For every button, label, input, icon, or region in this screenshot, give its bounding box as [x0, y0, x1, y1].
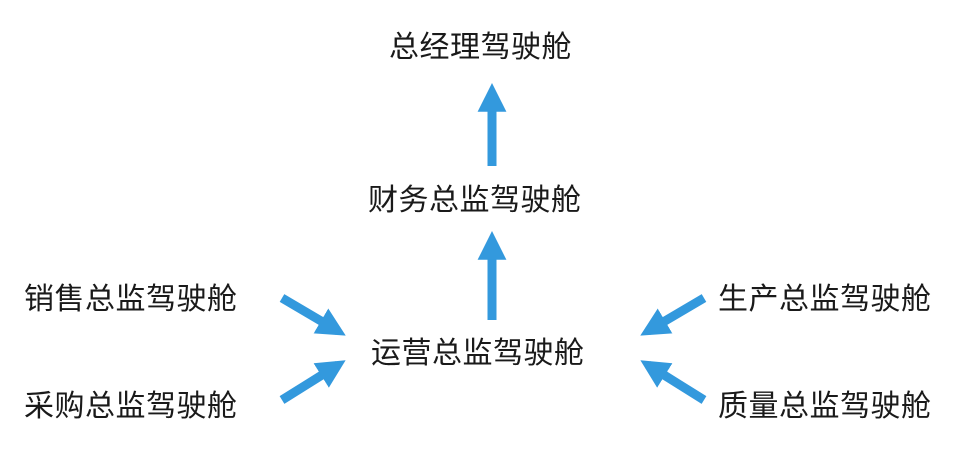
arrow-production-to-operations: [640, 294, 707, 336]
node-quality-director-cockpit: 质量总监驾驶舱: [718, 389, 932, 424]
node-production-director-cockpit: 生产总监驾驶舱: [718, 282, 932, 317]
node-general-manager-cockpit: 总经理驾驶舱: [389, 30, 572, 65]
node-operations-director-cockpit: 运营总监驾驶舱: [371, 336, 585, 371]
arrow-purchasing-to-operations: [279, 360, 346, 404]
node-sales-director-cockpit: 销售总监驾驶舱: [24, 282, 238, 317]
node-finance-director-cockpit: 财务总监驾驶舱: [368, 183, 582, 218]
arrow-sales-to-operations: [279, 294, 346, 336]
arrow-quality-to-operations: [640, 360, 707, 404]
node-purchasing-director-cockpit: 采购总监驾驶舱: [24, 389, 238, 424]
